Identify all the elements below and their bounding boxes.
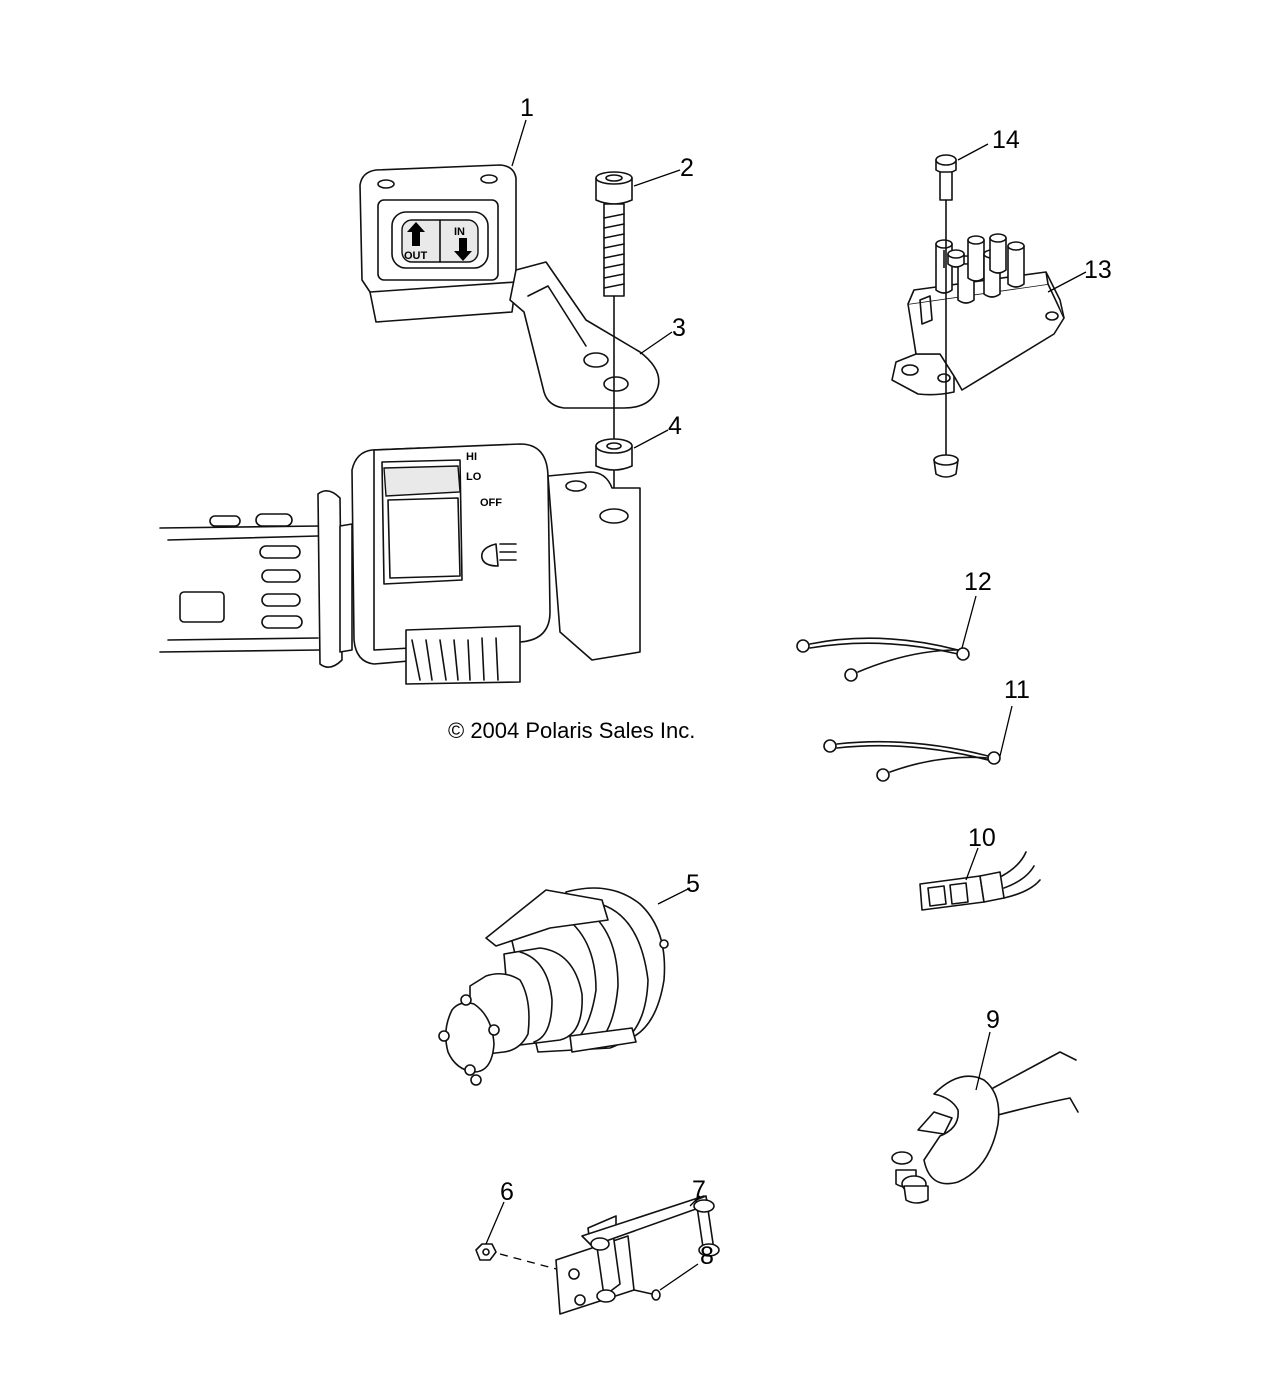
spacer-part-4	[595, 438, 633, 471]
callout-7: 7	[692, 1176, 706, 1204]
nut-part-6	[475, 1243, 497, 1261]
contactor-part-13	[891, 233, 1065, 396]
light-switch-off-label: OFF	[480, 497, 502, 509]
callout-8: 8	[700, 1242, 714, 1270]
switch-out-label: OUT	[404, 250, 428, 262]
leader-lines	[485, 119, 1087, 1291]
callout-3: 3	[672, 314, 686, 342]
winch-part-5	[438, 887, 669, 1086]
callout-labels: 1 2 3 4 5 6 7 8 9 10 11 12 13 14	[500, 94, 1112, 1270]
winch-switch-part-1: OUT IN	[359, 164, 517, 323]
callout-1: 1	[520, 94, 534, 122]
bolt-part-14	[933, 154, 959, 478]
callout-4: 4	[668, 412, 682, 440]
nut-alignment-line	[499, 1253, 561, 1271]
cable-part-12	[796, 637, 970, 682]
cable-part-11	[823, 739, 1001, 782]
callout-9: 9	[986, 1006, 1000, 1034]
light-switch-hi-label: HI	[466, 451, 477, 463]
hook-part-9	[891, 1051, 1079, 1204]
mount-bracket-part-3	[509, 261, 660, 409]
callout-6: 6	[500, 1178, 514, 1206]
bolt-part-8	[633, 1289, 661, 1301]
callout-13: 13	[1084, 256, 1112, 284]
callout-11: 11	[1004, 676, 1030, 704]
light-switch-lo-label: LO	[466, 471, 482, 483]
callout-14: 14	[992, 126, 1020, 154]
fairlead-part-7	[555, 1195, 720, 1315]
callout-5: 5	[686, 870, 700, 898]
cap-screw-part-2	[595, 171, 633, 521]
callout-10: 10	[968, 824, 996, 852]
handlebar-assembly: HI LO OFF	[159, 443, 641, 685]
connector-part-10	[919, 851, 1041, 911]
copyright-notice: © 2004 Polaris Sales Inc.	[448, 718, 695, 743]
switch-in-label: IN	[454, 226, 465, 238]
callout-12: 12	[964, 568, 992, 596]
callout-2: 2	[680, 154, 694, 182]
